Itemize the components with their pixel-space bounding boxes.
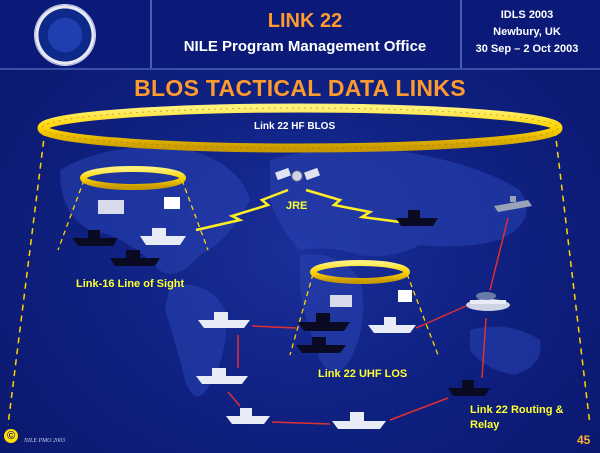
submarine-icon — [494, 196, 532, 212]
header-underline — [0, 68, 600, 70]
ship-icon — [298, 313, 350, 331]
conference-name: IDLS 2003 — [500, 9, 554, 21]
aircraft-photo — [330, 295, 352, 307]
conference-dates: 30 Sep – 2 Oct 2003 — [475, 43, 579, 55]
uhf-los-label: Link 22 UHF LOS — [318, 368, 408, 380]
hf-coverage-edge-left — [7, 129, 46, 426]
lightning-bolt-right — [305, 188, 401, 224]
satellite-icon — [275, 167, 320, 182]
routing-relay-label-line1: Link 22 Routing & — [470, 404, 564, 416]
ship-icon — [72, 230, 118, 246]
ship-icon — [196, 368, 248, 384]
relay-arrow — [227, 391, 241, 407]
header-title: LINK 22 — [267, 10, 343, 32]
ship-icon — [110, 250, 160, 266]
hf-blos-label: Link 22 HF BLOS — [254, 121, 336, 132]
ship-icon — [448, 380, 490, 396]
copyright-icon: © — [4, 429, 18, 443]
footer-source: NILE PMO 2003 — [24, 438, 65, 444]
aew-aircraft-icon — [466, 292, 510, 311]
ship-icon — [368, 317, 416, 333]
ship-icon — [140, 228, 186, 245]
link16-ring — [80, 166, 186, 190]
hf-coverage-edge-right — [554, 129, 591, 426]
ship-icon — [226, 408, 270, 424]
page-number: 45 — [577, 433, 591, 447]
uhf-coverage-edge — [406, 273, 439, 356]
link16-coverage-edge — [181, 179, 209, 251]
ship-icon — [396, 210, 438, 226]
relay-arrow — [489, 217, 509, 291]
uhf-los-ring — [310, 260, 410, 284]
ship-icon — [198, 312, 250, 328]
relay-arrow — [389, 397, 449, 421]
relay-arrow — [251, 325, 297, 329]
relay-arrow — [481, 317, 487, 379]
header-bar — [0, 0, 600, 68]
jre-label: JRE — [286, 200, 308, 212]
aircraft-photo — [98, 200, 124, 214]
relay-arrow — [271, 421, 331, 425]
ship-icon — [296, 337, 346, 353]
aircraft-photo — [398, 290, 412, 302]
conference-location: Newbury, UK — [493, 26, 561, 38]
lightning-bolt-left — [195, 188, 289, 232]
relay-arrow — [415, 305, 467, 329]
uhf-coverage-edge — [289, 273, 314, 356]
header-divider — [150, 0, 152, 68]
aircraft-photo — [164, 197, 180, 209]
header-subtitle: NILE Program Management Office — [183, 38, 427, 55]
link16-coverage-edge — [57, 179, 85, 251]
slide-title: BLOS TACTICAL DATA LINKS — [134, 75, 466, 101]
nile-logo — [34, 4, 96, 66]
routing-relay-label-line2: Relay — [470, 419, 500, 431]
header-divider — [460, 0, 462, 68]
ship-icon — [332, 412, 386, 429]
link16-label: Link-16 Line of Sight — [76, 278, 185, 290]
